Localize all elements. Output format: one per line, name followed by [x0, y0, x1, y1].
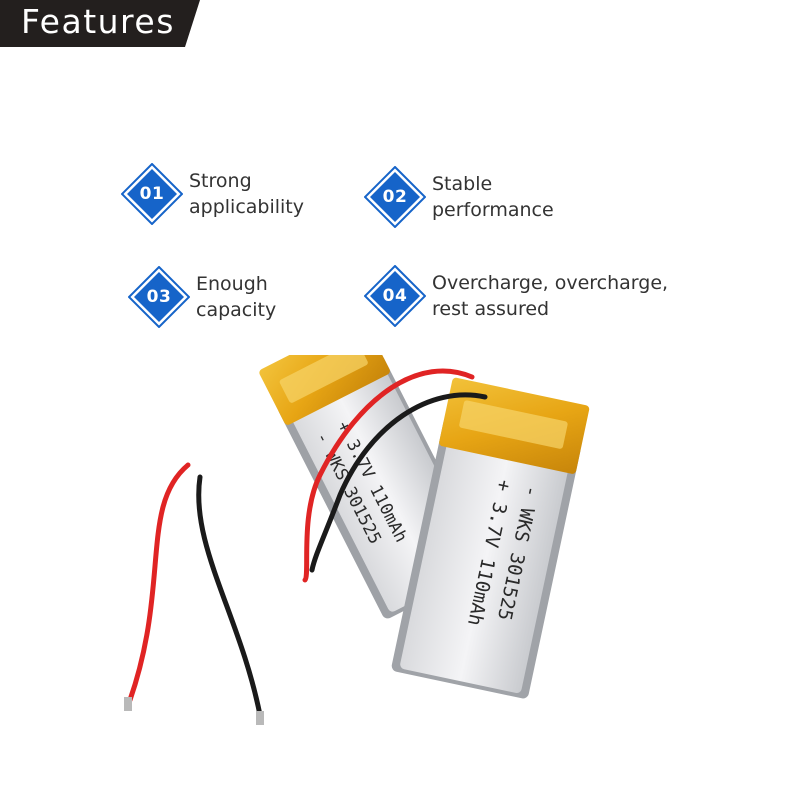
feature-label-line2: rest assured	[432, 298, 550, 320]
page-title: Features	[21, 2, 175, 41]
feature-item-3: 03 Enough capacity	[128, 266, 276, 328]
battery-wires	[124, 368, 488, 725]
feature-label-line2: applicability	[189, 196, 305, 218]
badge-number: 03	[146, 287, 172, 307]
feature-label-line2: capacity	[196, 299, 277, 321]
diamond-badge-icon: 01	[121, 163, 183, 225]
badge-number: 02	[382, 187, 408, 207]
badge-number: 01	[139, 184, 165, 204]
battery-front: - WKS 301525 + 3.7V 110mAh	[391, 377, 590, 699]
diamond-badge-icon: 03	[128, 266, 190, 328]
battery-product-photo: - WKS 301525 + 3.7V 110mAh - WKS 301525 …	[124, 355, 590, 725]
feature-item-2: 02 Stable performance	[364, 166, 554, 228]
badge-number: 04	[382, 286, 408, 306]
feature-item-1: 01 Strong applicability	[121, 163, 304, 225]
header-banner	[0, 0, 200, 47]
diamond-badge-icon: 04	[364, 265, 426, 327]
feature-label-line1: Stable	[432, 173, 493, 195]
feature-label: Overcharge, overcharge, rest assured	[432, 270, 668, 322]
feature-label: Enough capacity	[196, 271, 276, 323]
diamond-badge-icon: 02	[364, 166, 426, 228]
feature-label: Stable performance	[432, 171, 554, 223]
feature-label-line1: Enough	[196, 273, 268, 295]
feature-label-line1: Overcharge, overcharge,	[432, 272, 669, 294]
feature-label: Strong applicability	[189, 168, 304, 220]
feature-item-4: 04 Overcharge, overcharge, rest assured	[364, 265, 668, 327]
feature-label-line1: Strong	[189, 170, 252, 192]
feature-label-line2: performance	[432, 199, 554, 221]
